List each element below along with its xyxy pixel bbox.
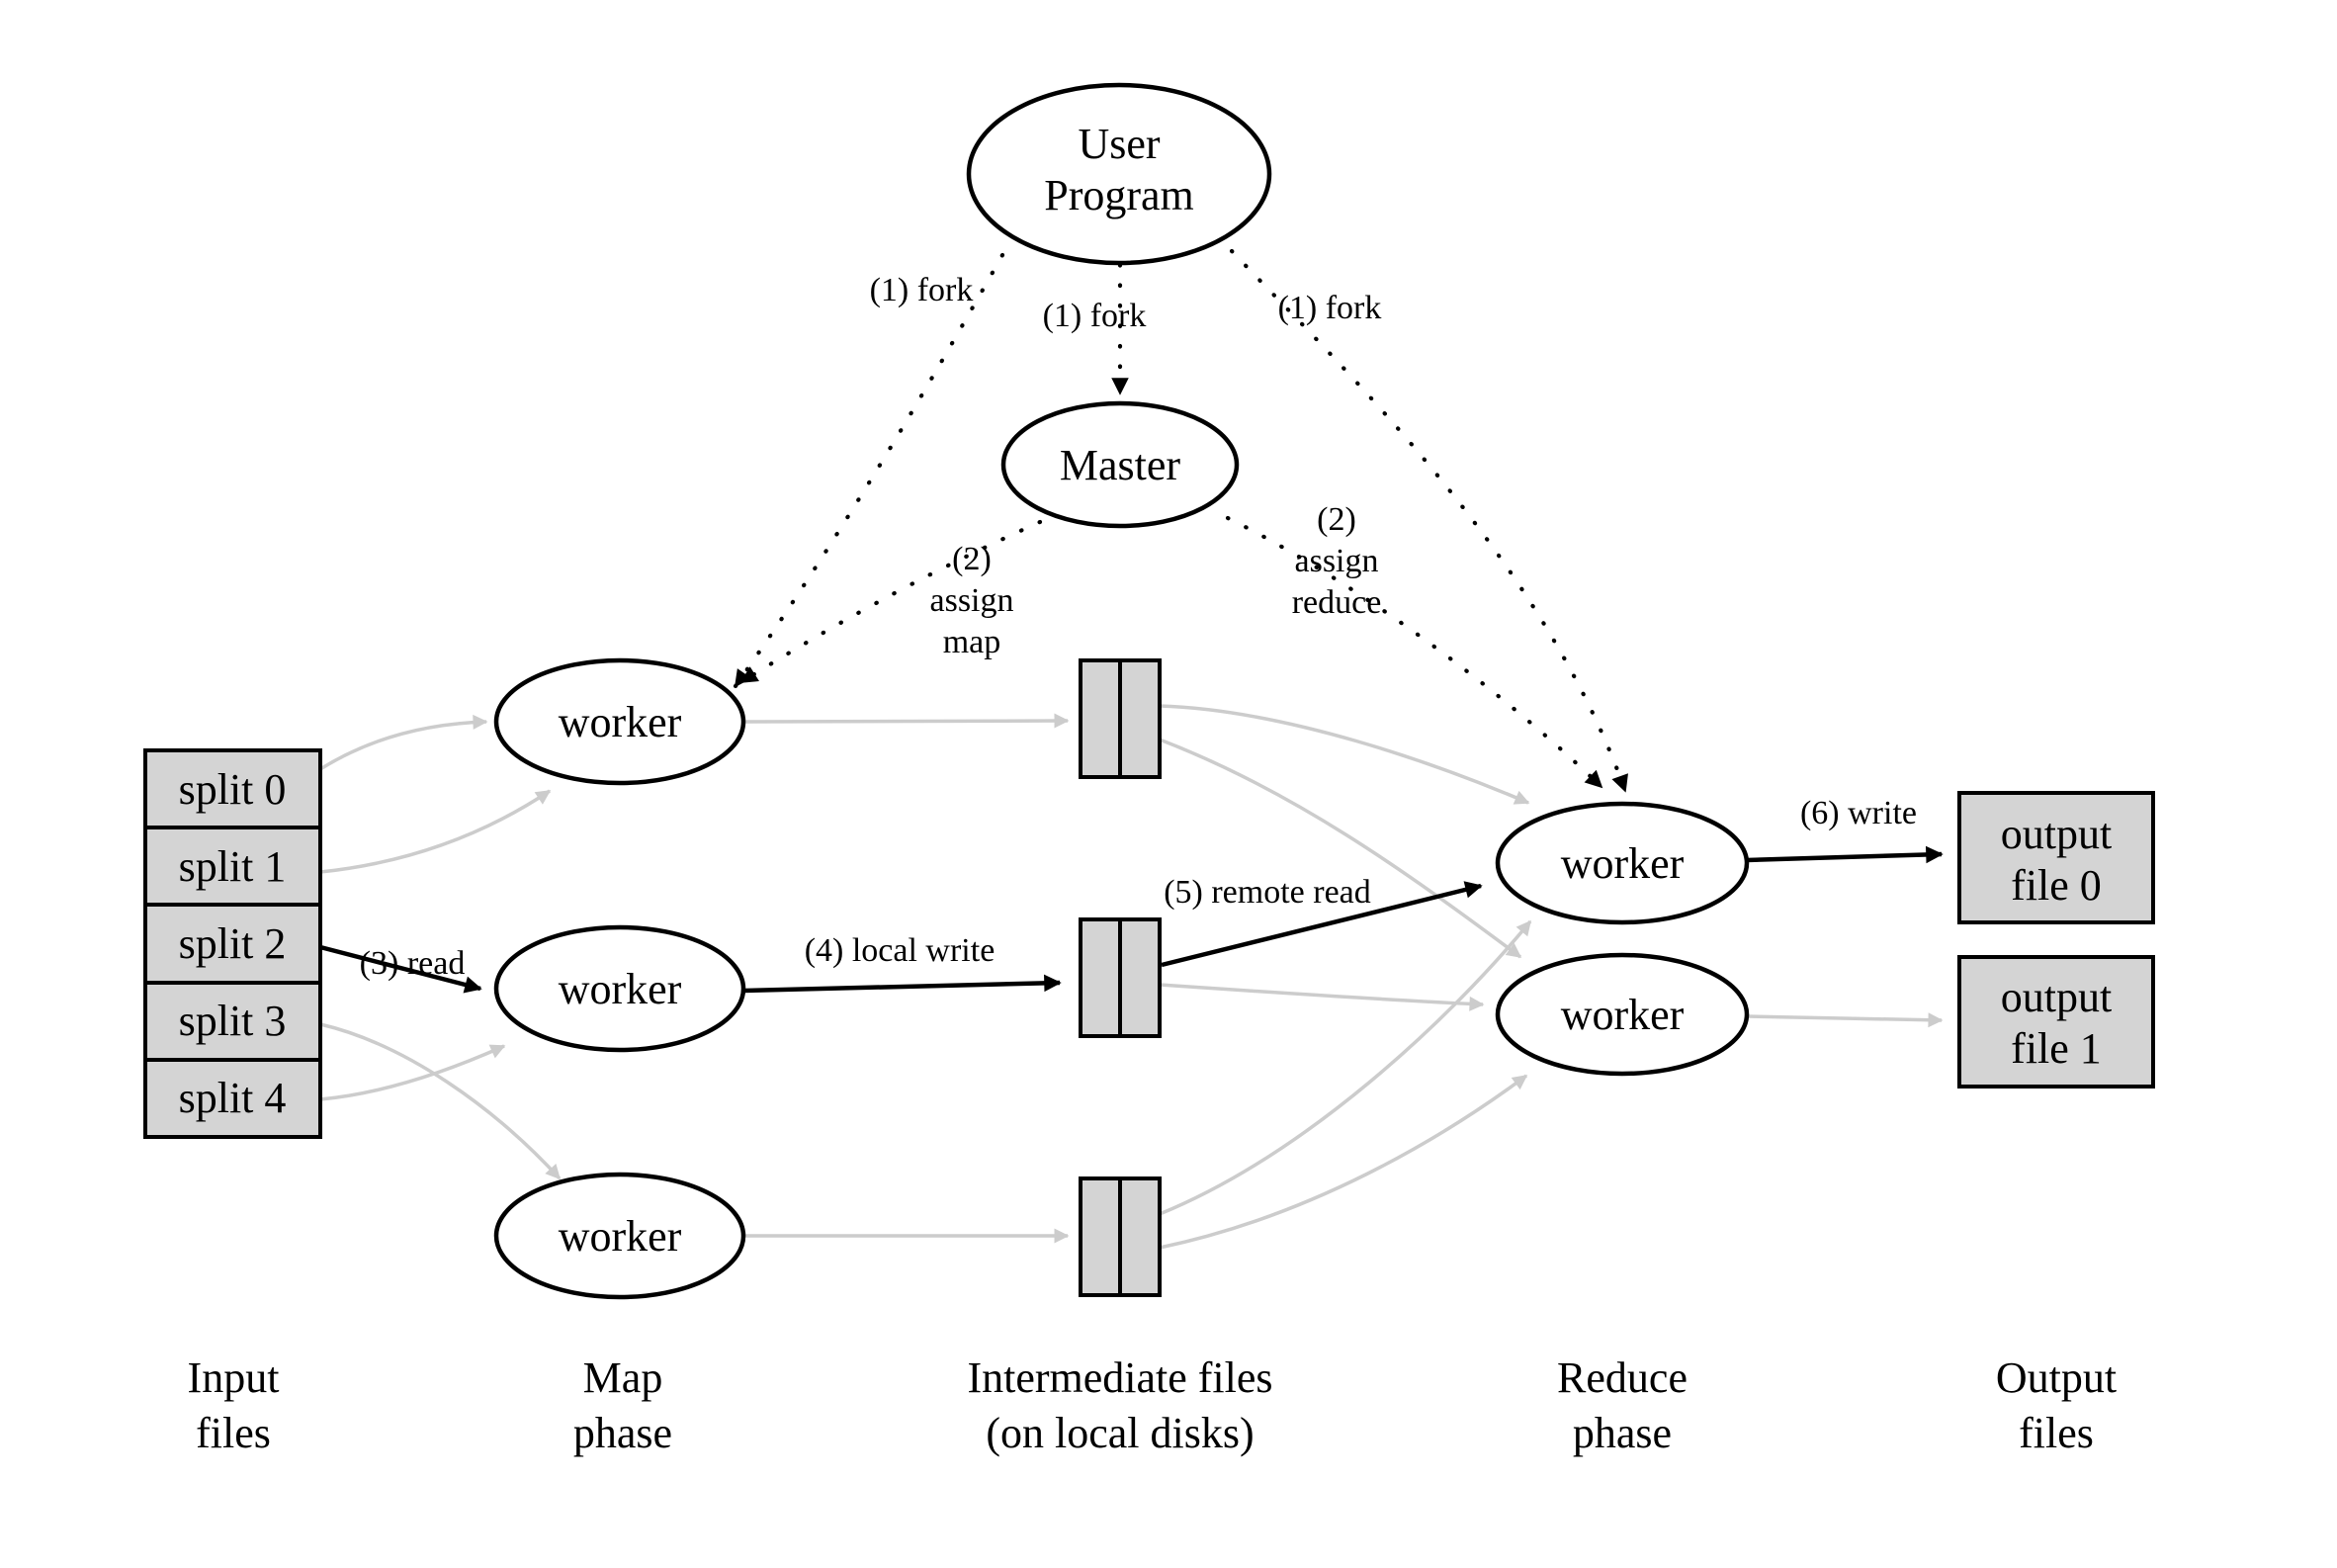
local-write-label: (4) local write xyxy=(805,932,995,969)
output-file-1-label-line1: output xyxy=(2001,973,2112,1021)
map-worker-2-ellipse xyxy=(493,924,746,1053)
fork-middle-label: (1) fork xyxy=(1043,298,1147,334)
assign-map-label-line2: assign xyxy=(930,582,1014,619)
master-label: Master xyxy=(1060,441,1181,489)
input-files-stack: split 0 split 1 split 2 split 3 split 4 xyxy=(143,748,322,1139)
edge-assign-reduce-master-to-reduce-worker-1 xyxy=(1225,515,1604,790)
assign-reduce-label-line1: (2) xyxy=(1317,501,1356,538)
input-split-box-2 xyxy=(143,903,322,985)
user-program-label-line1: User xyxy=(1078,120,1160,168)
map-worker-3-ellipse xyxy=(493,1172,746,1300)
assign-reduce-label-line2: assign xyxy=(1295,543,1379,579)
read-label: (3) read xyxy=(360,945,466,982)
user-program-ellipse xyxy=(966,82,1272,266)
caption-input-files-line1: Input xyxy=(188,1353,280,1402)
fork-right-label: (1) fork xyxy=(1278,290,1382,326)
map-worker-1-ellipse xyxy=(493,657,746,786)
edge-intermediate-2-to-reduce-worker-2 xyxy=(1159,983,1485,1011)
map-worker-2-label: worker xyxy=(559,965,682,1013)
intermediate-file-3 xyxy=(1079,1176,1162,1297)
output-file-0-label-line1: output xyxy=(2001,810,2112,858)
assign-reduce-label-line3: reduce xyxy=(1292,584,1382,621)
fork-left-label: (1) fork xyxy=(870,272,974,308)
caption-map-phase-line2: phase xyxy=(573,1409,672,1457)
edge-split0-to-map-worker-1 xyxy=(319,714,488,771)
edge-reduce-worker-2-to-output-file-1 xyxy=(1746,1012,1944,1028)
reduce-worker-node-2: worker xyxy=(1495,952,1750,1077)
edge-split1-to-map-worker-1 xyxy=(319,789,552,874)
user-program-label-line2: Program xyxy=(1044,171,1194,219)
edge-split4-to-map-worker-2 xyxy=(319,1044,506,1101)
caption-map-phase-line1: Map xyxy=(583,1353,663,1402)
caption-reduce-phase-line1: Reduce xyxy=(1557,1353,1688,1402)
master-node: Master xyxy=(1000,400,1240,529)
map-worker-node-2: worker xyxy=(493,924,746,1053)
edge-intermediate-3-to-reduce-worker-2 xyxy=(1159,1074,1528,1250)
master-ellipse xyxy=(1000,400,1240,529)
reduce-worker-node-1: worker xyxy=(1495,801,1750,925)
intermediate-file-1 xyxy=(1079,658,1162,779)
edge-intermediate-3-to-reduce-worker-1 xyxy=(1159,919,1532,1216)
write-label: (6) write xyxy=(1800,795,1917,831)
assign-map-label-line3: map xyxy=(943,624,1001,660)
edge-labels: (1) fork (1) fork (1) fork (2) assign ma… xyxy=(360,272,1917,982)
output-file-0-box xyxy=(1957,791,2155,924)
user-program-node: User Program xyxy=(966,82,1272,266)
dotted-edges xyxy=(733,248,1628,794)
black-edges xyxy=(319,845,1944,994)
reduce-worker-2-label: worker xyxy=(1561,991,1685,1039)
edge-split3-to-map-worker-3 xyxy=(319,1022,562,1180)
remote-read-label: (5) remote read xyxy=(1164,874,1371,911)
map-worker-node-1: worker xyxy=(493,657,746,786)
input-split-box-1 xyxy=(143,826,322,907)
reduce-worker-1-ellipse xyxy=(1495,801,1750,925)
edge-map-worker-1-to-intermediate-1 xyxy=(742,713,1070,729)
map-worker-node-3: worker xyxy=(493,1172,746,1300)
map-worker-1-label: worker xyxy=(559,698,682,746)
input-split-label-3: split 3 xyxy=(179,997,287,1045)
input-split-label-4: split 4 xyxy=(179,1074,287,1122)
edge-read-arrow xyxy=(319,944,482,994)
output-file-1: output file 1 xyxy=(1957,955,2155,1089)
caption-input-files-line2: files xyxy=(196,1409,271,1457)
grey-edges xyxy=(319,704,1944,1250)
caption-reduce-phase-line2: phase xyxy=(1573,1409,1672,1457)
caption-intermediate-line2: (on local disks) xyxy=(986,1409,1254,1457)
edge-write-arrow xyxy=(1746,845,1944,864)
edge-intermediate-1-to-reduce-worker-1 xyxy=(1159,704,1530,805)
input-split-box-4 xyxy=(143,1058,322,1139)
reduce-worker-1-label: worker xyxy=(1561,839,1685,888)
reduce-worker-2-ellipse xyxy=(1495,952,1750,1077)
input-split-label-1: split 1 xyxy=(179,842,287,891)
caption-intermediate-line1: Intermediate files xyxy=(967,1353,1272,1402)
column-captions: Input files Map phase Intermediate files… xyxy=(188,1353,2118,1457)
input-split-box-3 xyxy=(143,981,322,1062)
output-file-0-label-line2: file 0 xyxy=(2011,861,2102,910)
assign-map-label-line1: (2) xyxy=(952,541,992,577)
input-split-label-2: split 2 xyxy=(179,919,287,968)
intermediate-file-2 xyxy=(1079,917,1162,1038)
edge-intermediate-1-to-reduce-worker-2 xyxy=(1159,738,1522,959)
edge-assign-map-master-to-map-worker-1 xyxy=(738,519,1043,685)
edge-remote-read-arrow xyxy=(1161,881,1483,968)
edge-local-write-arrow xyxy=(742,974,1062,994)
caption-output-files-line1: Output xyxy=(1996,1353,2117,1402)
caption-output-files-line2: files xyxy=(2019,1409,2094,1457)
edge-fork-user-program-to-map-worker-1 xyxy=(733,252,1005,689)
input-split-label-0: split 0 xyxy=(179,765,287,814)
edge-fork-user-program-to-reduce-worker-1 xyxy=(1229,248,1628,794)
output-file-0: output file 0 xyxy=(1957,791,2155,924)
output-file-1-label-line2: file 1 xyxy=(2011,1024,2102,1073)
map-worker-3-label: worker xyxy=(559,1212,682,1261)
output-file-1-box xyxy=(1957,955,2155,1089)
